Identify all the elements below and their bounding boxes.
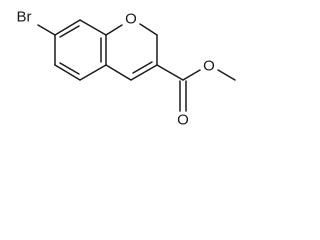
bond-c8a-c8 <box>79 19 107 36</box>
atom-label-o-carbonyl: O <box>177 112 189 129</box>
bond-c7-br <box>37 24 56 36</box>
bond-c8a-o1 <box>105 24 123 36</box>
pyran-ring <box>105 23 158 81</box>
bond-c6-c5-inner <box>59 62 80 75</box>
bond-c8-c7-inner <box>59 25 80 38</box>
bond-c3-c4 <box>130 64 158 81</box>
chemical-structure-diagram: Br O O O <box>17 9 236 129</box>
atom-label-br: Br <box>17 9 32 26</box>
bond-carbonyl-c-oester <box>182 69 201 81</box>
bond-c8-c7 <box>54 19 81 36</box>
bond-c3-carbonyl-c <box>156 64 184 81</box>
bond-c3-c4-inner <box>132 61 153 74</box>
methyl-ester-group <box>156 64 236 112</box>
bond-c5-c4a <box>79 64 107 81</box>
bond-oester-methyl <box>217 69 236 81</box>
bond-c6-c5 <box>54 64 81 81</box>
benzene-ring <box>54 19 107 81</box>
atom-label-o-ring: O <box>125 11 137 28</box>
bond-c4-c4a <box>105 64 132 81</box>
bond-o1-c2 <box>139 23 158 36</box>
atom-label-o-ester: O <box>203 58 215 75</box>
